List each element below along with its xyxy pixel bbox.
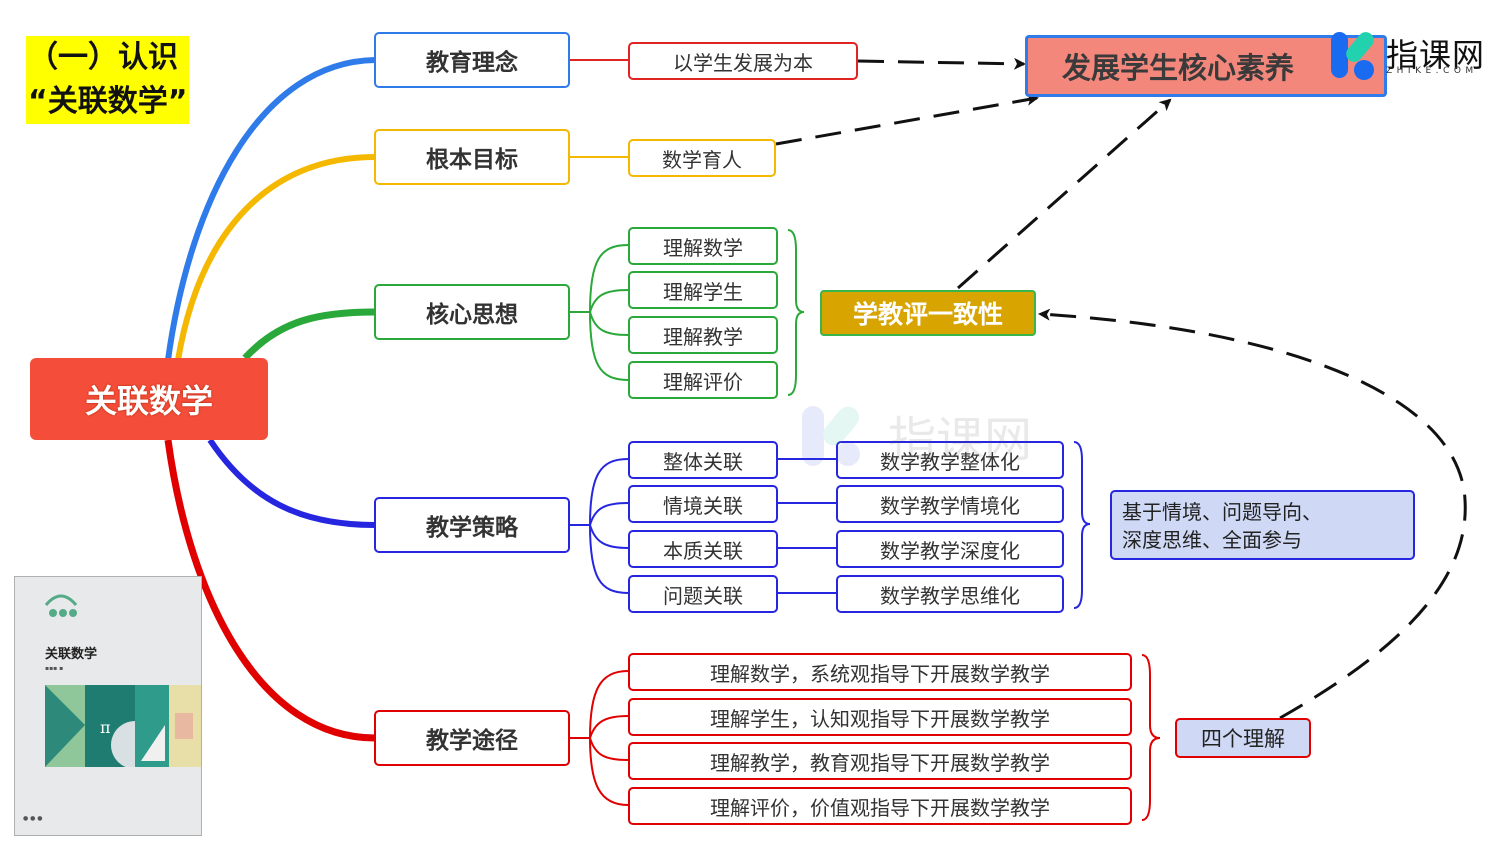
arrow-idea-to-core: [857, 57, 1026, 70]
section-title-line2: “关联数学”: [28, 84, 188, 119]
leaf-math-education[interactable]: 数学育人: [628, 139, 776, 177]
branch-line-idea: [165, 57, 376, 361]
four-understandings-node[interactable]: 四个理解: [1175, 718, 1311, 758]
book-title: 关联数学: [45, 647, 98, 662]
arrow-four-to-unity: [1038, 308, 1467, 720]
leaf-understand-students[interactable]: 理解学生: [628, 271, 778, 309]
leaf-approach-teaching[interactable]: 理解教学，教育观指导下开展数学教学: [628, 742, 1132, 780]
result-contextual[interactable]: 数学教学情境化: [836, 485, 1064, 523]
unity-node[interactable]: 学教评一致性: [820, 290, 1036, 336]
logo-domain: ZHIKE.COM: [1386, 66, 1478, 76]
branch-line-goal: [175, 154, 376, 361]
book-geometry-art-icon: π: [45, 685, 201, 769]
root-node[interactable]: 关联数学: [30, 358, 268, 440]
strategy-summary-node[interactable]: 基于情境、问题导向、 深度思维、全面参与: [1110, 490, 1415, 560]
arrow-goal-to-core: [775, 93, 1039, 146]
leaf-approach-students[interactable]: 理解学生，认知观指导下开展数学教学: [628, 698, 1132, 736]
result-deep[interactable]: 数学教学深度化: [836, 530, 1064, 568]
watermark: 指课网: [800, 400, 1060, 470]
leaf-student-development[interactable]: 以学生发展为本: [628, 42, 858, 80]
book-author-line: ▪▪▪ ▪: [45, 665, 64, 672]
watermark-text: 指课网: [888, 412, 1033, 468]
book-footer: ● ● ●: [23, 815, 43, 822]
leaf-understand-evaluation[interactable]: 理解评价: [628, 361, 778, 399]
leaf-context-association[interactable]: 情境关联: [628, 485, 778, 523]
leaf-holistic-association[interactable]: 整体关联: [628, 441, 778, 479]
section-title-line1: （一）认识: [28, 40, 178, 75]
branch-node-teaching-strategy[interactable]: 教学策略: [374, 497, 570, 553]
leaf-essence-association[interactable]: 本质关联: [628, 530, 778, 568]
leaf-approach-math[interactable]: 理解数学，系统观指导下开展数学教学: [628, 653, 1132, 691]
leaf-problem-association[interactable]: 问题关联: [628, 575, 778, 613]
branch-node-fundamental-goal[interactable]: 根本目标: [374, 129, 570, 185]
watermark-logo-icon: [802, 406, 860, 466]
svg-text:π: π: [100, 718, 111, 737]
book-cover-image: 关联数学 ▪▪▪ ▪ π ● ● ●: [14, 576, 202, 836]
strategy-summary-line1: 基于情境、问题导向、: [1122, 500, 1322, 524]
strategy-summary-line2: 深度思维、全面参与: [1122, 528, 1302, 552]
connector-approach: [569, 654, 1161, 821]
branch-node-teaching-approach[interactable]: 教学途径: [374, 710, 570, 766]
connector-strategy: [569, 441, 1091, 609]
branch-node-education-idea[interactable]: 教育理念: [374, 32, 570, 88]
leaf-understand-teaching[interactable]: 理解教学: [628, 316, 778, 354]
branch-node-core-thought[interactable]: 核心思想: [374, 284, 570, 340]
logo-name: 指课网: [1386, 36, 1486, 74]
branch-line-strategy: [207, 438, 376, 528]
section-title: （一）认识 “关联数学”: [26, 36, 190, 124]
branch-line-approach: [164, 439, 376, 742]
leaf-approach-evaluation[interactable]: 理解评价，价值观指导下开展数学教学: [628, 787, 1132, 825]
zhike-logo-icon: [1331, 32, 1374, 80]
connector-thought: [569, 229, 805, 396]
arrow-unity-to-core: [957, 98, 1172, 290]
brand-logo[interactable]: 指课网 ZHIKE.COM: [1328, 30, 1498, 80]
book-publisher-logo-icon: [44, 594, 78, 617]
branch-line-thought: [242, 308, 376, 361]
result-thinking[interactable]: 数学教学思维化: [836, 575, 1064, 613]
result-holistic[interactable]: 数学教学整体化: [836, 441, 1064, 479]
core-literacy-node[interactable]: 发展学生核心素养: [1025, 35, 1387, 97]
book-cover-art: π: [45, 685, 201, 769]
leaf-understand-math[interactable]: 理解数学: [628, 227, 778, 265]
